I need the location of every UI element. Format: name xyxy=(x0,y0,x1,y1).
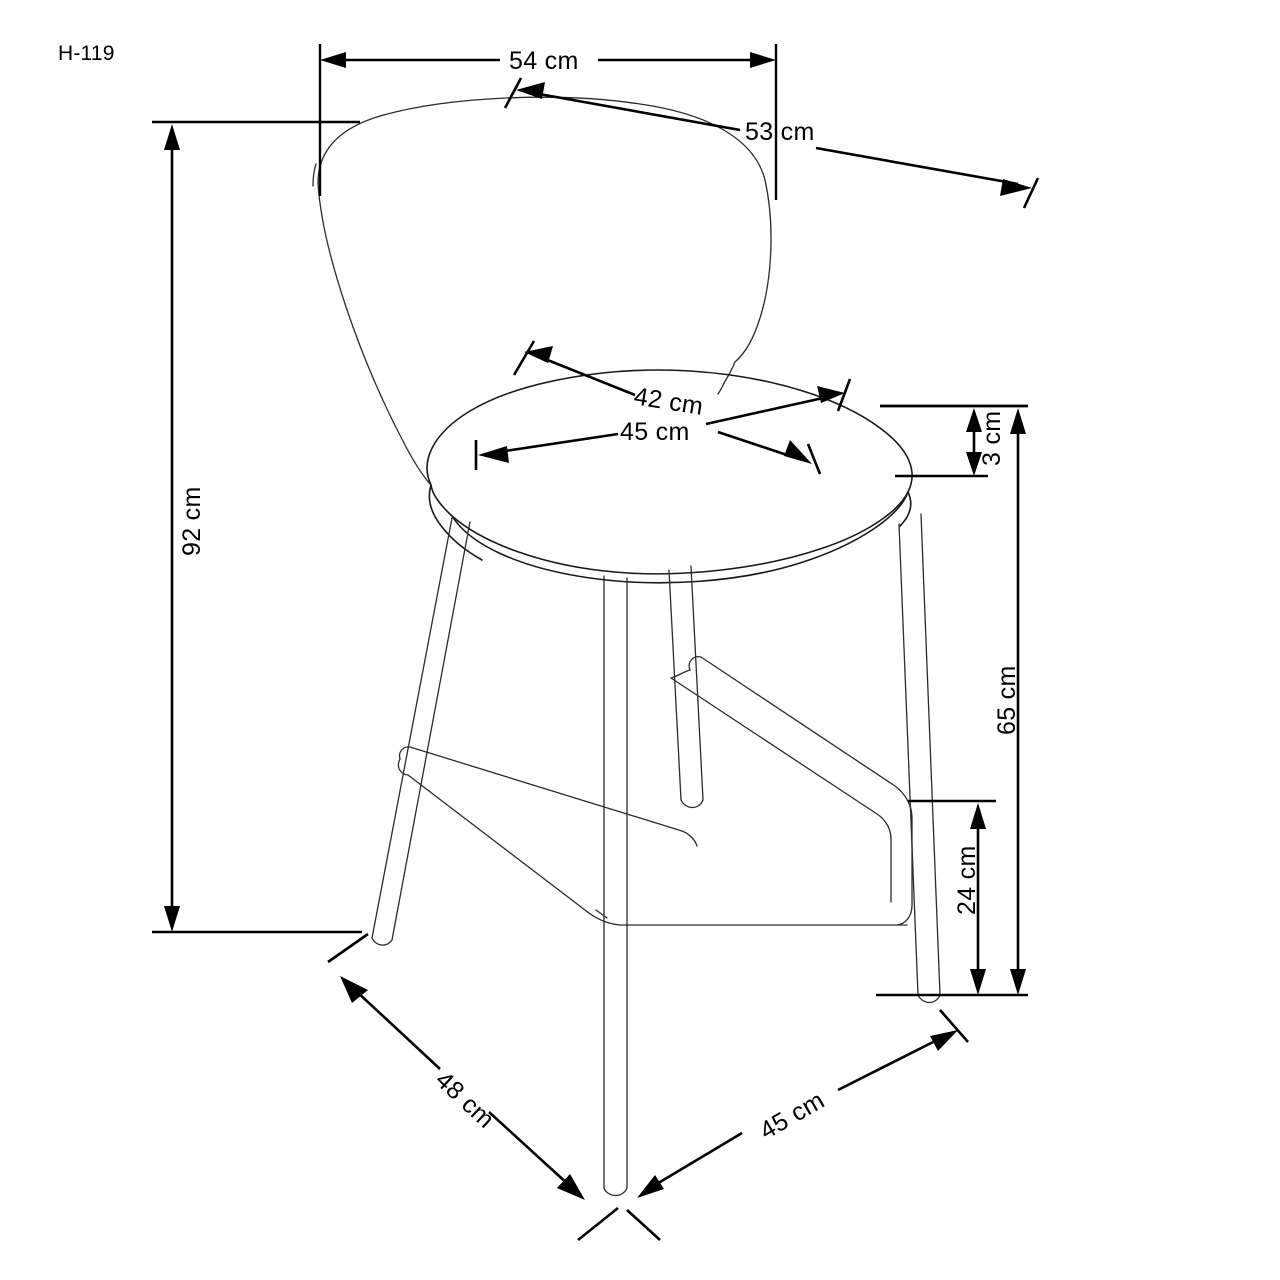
arrowhead-92-bottom xyxy=(164,906,180,932)
arrowhead-45base-left xyxy=(637,1175,664,1198)
dim-line-42-left xyxy=(539,355,636,397)
arrowhead-65-top xyxy=(1010,408,1026,434)
dim-line-42-right xyxy=(705,394,833,426)
arrowhead-65-bottom xyxy=(1010,969,1026,995)
tick-45seat-right xyxy=(806,443,822,475)
arrowhead-3-bottom xyxy=(966,452,982,476)
seat-side-left xyxy=(428,484,483,561)
backrest-left-edge xyxy=(317,182,431,485)
tick-53-left xyxy=(503,77,523,109)
dim-line-53-left xyxy=(527,90,741,132)
dimension-seat-thickness: 3 cm xyxy=(880,404,1028,478)
leg-back-center-foot xyxy=(680,799,704,809)
backrest-outline xyxy=(317,96,772,363)
tick-45base-left xyxy=(626,1209,661,1241)
leg-front-center-foot xyxy=(603,1187,628,1197)
footrest-rail-right-cap xyxy=(670,669,691,679)
footrest-rail-lower xyxy=(407,774,908,926)
dimension-label-3: 3 cm xyxy=(978,411,1006,466)
dim-line-45base-right xyxy=(837,1034,946,1092)
dimension-footrest-height: 24 cm xyxy=(908,799,996,995)
arrowhead-24-bottom xyxy=(970,969,986,995)
backrest-inner-left xyxy=(312,163,317,187)
tick-42-left xyxy=(512,340,536,376)
dim-line-48-upper xyxy=(354,989,441,1070)
arrowhead-42-right xyxy=(817,386,845,403)
dim-line-45seat-right xyxy=(717,430,797,460)
dim-line-45base-left xyxy=(649,1131,743,1190)
dimension-base-depth: 48 cm xyxy=(327,932,619,1242)
dim-line-45seat-left xyxy=(491,432,619,455)
dimension-seat-height: 65 cm xyxy=(876,404,1028,997)
arrowhead-54-right xyxy=(750,52,776,68)
seat-side-right xyxy=(899,491,912,527)
arrowhead-54-left xyxy=(320,52,346,68)
dim-line-48-lower xyxy=(488,1111,571,1187)
leg-back-right-outer xyxy=(898,523,919,996)
dimension-label-42: 42 cm xyxy=(632,382,705,421)
arrowhead-45base-right xyxy=(930,1030,958,1051)
dimension-seat-depth: 42 cm xyxy=(512,340,852,426)
seat-top-surface xyxy=(426,369,913,575)
leg-front-left-inner xyxy=(391,521,471,941)
dimension-label-53: 53 cm xyxy=(745,118,815,146)
seat-bottom-front xyxy=(451,491,909,584)
dimension-seat-width: 45 cm xyxy=(474,418,822,475)
leg-back-right-foot xyxy=(917,994,941,1004)
dimension-label-54: 54 cm xyxy=(509,47,579,75)
backrest-post-right xyxy=(717,382,725,395)
arrowhead-92-top xyxy=(164,124,180,150)
dimension-label-65: 65 cm xyxy=(993,665,1021,735)
footrest-rail-mid-inner xyxy=(595,909,608,919)
arrowhead-42-left xyxy=(524,346,553,363)
tick-53-right xyxy=(1022,177,1040,209)
tick-48-top xyxy=(327,932,369,964)
arrowhead-3-top xyxy=(966,408,982,432)
arrowhead-48-top xyxy=(340,976,368,1003)
tick-48-bottom xyxy=(577,1206,619,1242)
footrest-rail-left-cap xyxy=(397,758,409,776)
dim-line-53-right xyxy=(815,146,1019,186)
footrest-rail-right-upper xyxy=(688,656,913,926)
dimension-label-92: 92 cm xyxy=(178,486,206,556)
leg-back-center-inner xyxy=(690,565,704,801)
arrowhead-24-top xyxy=(970,803,986,829)
leg-back-center-outer xyxy=(668,569,682,801)
arrowhead-53-right xyxy=(1000,179,1032,196)
arrowhead-48-bottom xyxy=(557,1174,585,1200)
dimension-label-45-seat: 45 cm xyxy=(620,418,690,446)
model-code-label: H-119 xyxy=(58,42,115,65)
dimension-label-45-base: 45 cm xyxy=(755,1086,829,1145)
leg-front-left-foot xyxy=(371,937,393,946)
dimension-label-48: 48 cm xyxy=(430,1066,500,1134)
arrowhead-45seat-right xyxy=(784,440,812,464)
dimension-backrest-width: 53 cm xyxy=(503,77,1040,209)
tick-45base-right xyxy=(939,1009,969,1043)
leg-back-right-inner xyxy=(920,513,941,996)
leg-front-left-outer xyxy=(371,517,453,939)
dimension-label-24: 24 cm xyxy=(953,845,981,915)
tick-42-right xyxy=(836,378,852,412)
arrowhead-45seat-left xyxy=(478,446,509,463)
footrest-rail-outer xyxy=(398,746,698,847)
dimension-base-width: 45 cm xyxy=(626,1009,969,1241)
dimension-overall-width-top: 54 cm xyxy=(318,44,778,200)
arrowhead-53-left xyxy=(516,82,545,99)
stool-outline-group xyxy=(312,96,941,1197)
footrest-rail-right-inner xyxy=(670,677,892,903)
dimension-overall-height: 92 cm xyxy=(152,120,362,934)
backrest-right-edge xyxy=(723,361,736,384)
